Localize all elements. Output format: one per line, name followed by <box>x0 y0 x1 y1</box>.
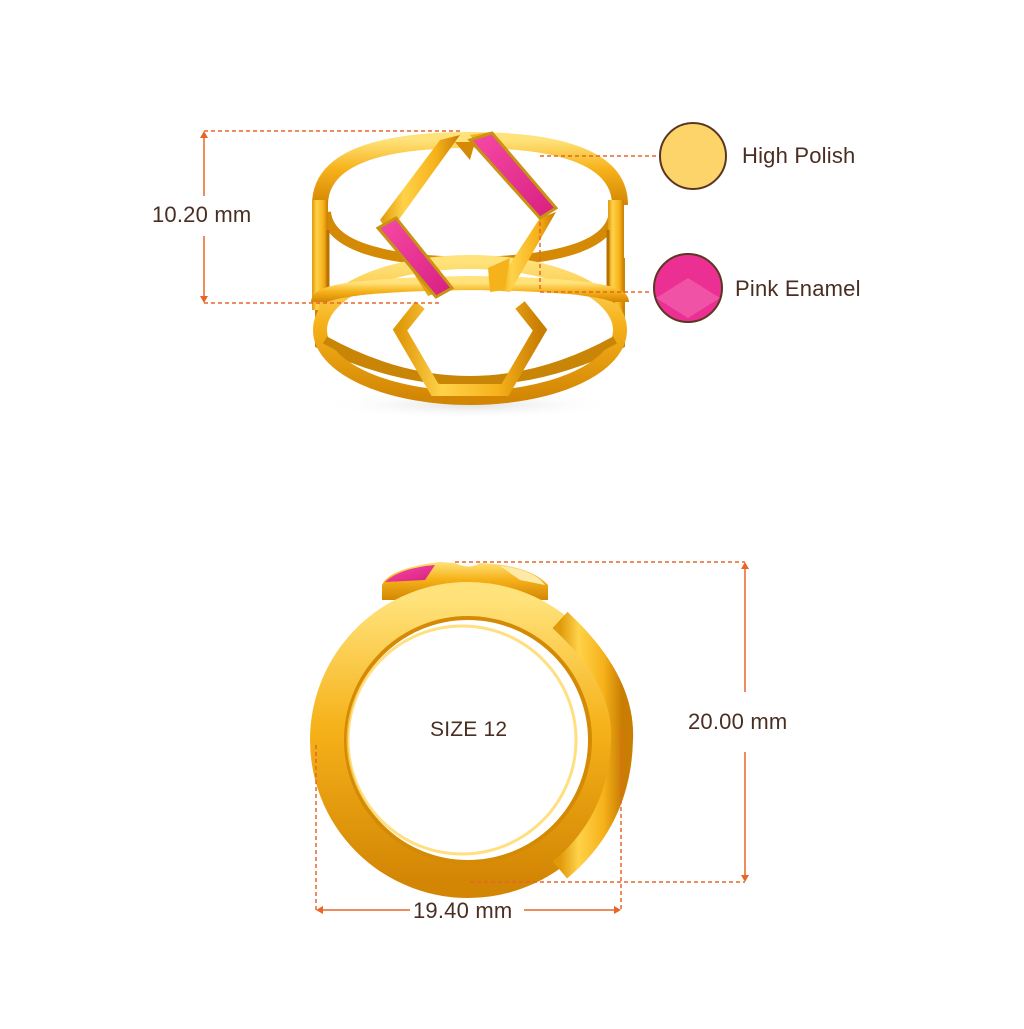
high-polish-swatch <box>659 122 727 190</box>
front-width-label: 19.40 mm <box>413 898 513 923</box>
front-view-ring <box>310 562 634 898</box>
high-polish-label: High Polish <box>742 143 856 168</box>
dimension-arrows <box>200 131 749 914</box>
top-view-ring <box>311 131 629 419</box>
front-height-label: 20.00 mm <box>688 709 788 734</box>
dimension-lines <box>203 130 746 912</box>
pink-enamel-swatch <box>653 253 723 323</box>
ring-size-label: SIZE 12 <box>430 718 508 741</box>
top-height-label: 10.20 mm <box>152 202 252 227</box>
pink-enamel-label: Pink Enamel <box>735 276 861 301</box>
